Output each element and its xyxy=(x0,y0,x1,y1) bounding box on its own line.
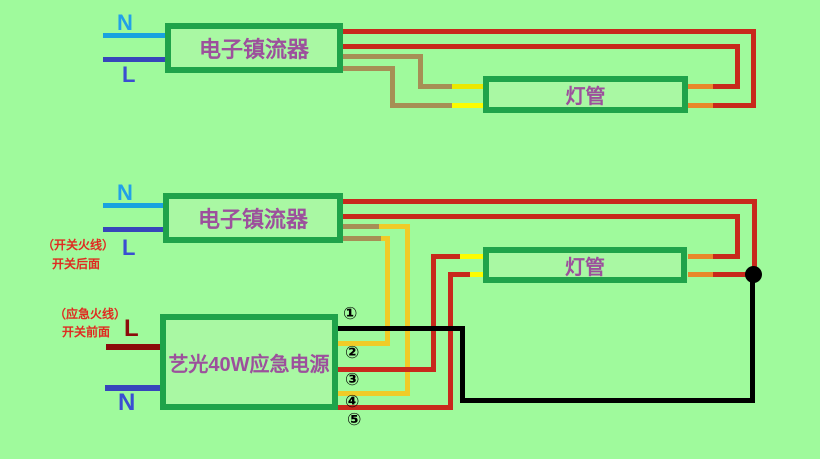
wire-b1-tan2-h xyxy=(343,66,395,71)
ballast1-live-wire xyxy=(103,57,165,62)
wire-pin5-red-h2 xyxy=(338,405,453,410)
ballast1-box: 电子镇流器 xyxy=(165,23,343,73)
wire-lamp2-left-top-yellow xyxy=(460,254,483,259)
emergency-n-label: N xyxy=(118,389,136,416)
wire-junction-to-lamp2 xyxy=(713,272,747,277)
wire-pin2-gold-v xyxy=(385,236,390,346)
wire-b1-tan2-v xyxy=(390,66,395,108)
wire-lamp1-right-bottom-orange xyxy=(688,103,713,108)
wire-pin3-red-v xyxy=(431,254,436,372)
switch-live-annotation: （开关火线） xyxy=(42,238,115,252)
ballast1-n-label: N xyxy=(117,10,133,35)
pin-label-5: ⑤ xyxy=(347,410,362,429)
wire-b1-red1-h2 xyxy=(713,103,756,108)
emergency-live-annotation: （应急火线） xyxy=(54,307,127,321)
pin-label-1: ① xyxy=(343,304,358,323)
lamp2-box: 灯管 xyxy=(483,247,687,283)
wire-lamp1-left-top-yellow xyxy=(452,84,483,89)
wire-pin3-red-h2 xyxy=(338,367,436,372)
emergency-live-sub-annotation: 开关前面 xyxy=(62,325,111,339)
wire-pin5-red-h1 xyxy=(448,272,470,277)
wire-b2-tan2-h xyxy=(343,236,381,241)
wire-b2-red2-h xyxy=(343,214,740,219)
wire-b1-red1-h xyxy=(343,29,756,34)
switch-live-sub-annotation: 开关后面 xyxy=(52,257,101,271)
pin-label-2: ② xyxy=(345,343,360,362)
wire-b1-tan1-h2 xyxy=(418,84,452,89)
wire-pin1-black-v2 xyxy=(750,278,755,403)
junction-dot xyxy=(745,266,762,283)
wire-b2-red1-v xyxy=(752,199,757,269)
wire-pin1-black-h2 xyxy=(460,398,755,403)
wire-b2-red1-h xyxy=(343,199,757,204)
wire-pin3-red-h1 xyxy=(431,254,460,259)
ballast2-n-label: N xyxy=(117,180,133,205)
lamp1-box: 灯管 xyxy=(483,76,688,113)
emergency-l-label: L xyxy=(124,315,139,342)
wire-lamp1-right-top-orange xyxy=(688,84,713,89)
pin-label-3: ③ xyxy=(345,370,360,389)
wire-lamp1-left-bottom-yellow xyxy=(452,103,483,108)
wire-b1-red2-h2 xyxy=(713,84,740,89)
emergency-label: 艺光40W应急电源 xyxy=(168,353,330,376)
wire-lamp2-right-top-orange xyxy=(688,254,713,259)
ballast2-neutral-wire xyxy=(103,203,163,208)
wire-pin4-gold-h1 xyxy=(379,224,410,229)
ballast1-label: 电子镇流器 xyxy=(198,37,309,62)
lamp1-label: 灯管 xyxy=(565,86,606,108)
ballast1-l-label: L xyxy=(122,62,136,87)
emergency-neutral-wire xyxy=(105,385,160,391)
emergency-live-wire xyxy=(106,344,160,350)
ballast1-neutral-wire xyxy=(103,33,165,38)
wire-pin2-gold-h2 xyxy=(338,341,390,346)
wire-b2-red2-h2 xyxy=(713,254,740,259)
ballast2-label: 电子镇流器 xyxy=(197,207,308,232)
wire-pin4-gold-h2 xyxy=(338,391,410,396)
wire-pin1-black-v1 xyxy=(460,326,465,403)
ballast2-live-wire xyxy=(103,227,163,232)
wire-lamp2-right-bottom-orange xyxy=(688,272,713,277)
wire-b2-red2-v xyxy=(735,214,740,259)
wire-b1-red2-h xyxy=(343,44,740,49)
wire-b1-tan1-v xyxy=(418,54,423,89)
wire-b2-tan1-h xyxy=(343,224,379,229)
wire-lamp2-left-bottom-yellow xyxy=(470,272,483,277)
wire-b1-tan1-h xyxy=(343,54,423,59)
wire-b1-red2-v xyxy=(735,44,740,89)
emergency-box: 艺光40W应急电源 xyxy=(160,314,338,410)
wire-b1-red1-v xyxy=(751,29,756,108)
wire-pin5-red-v xyxy=(448,272,453,410)
ballast2-box: 电子镇流器 xyxy=(163,193,343,243)
wire-pin4-gold-v xyxy=(405,224,410,396)
wire-pin1-black-h1 xyxy=(338,326,465,331)
ballast2-l-label: L xyxy=(122,235,136,260)
pin-label-4: ④ xyxy=(345,392,360,411)
lamp2-label: 灯管 xyxy=(565,256,605,279)
wire-b1-tan2-h2 xyxy=(390,103,452,108)
